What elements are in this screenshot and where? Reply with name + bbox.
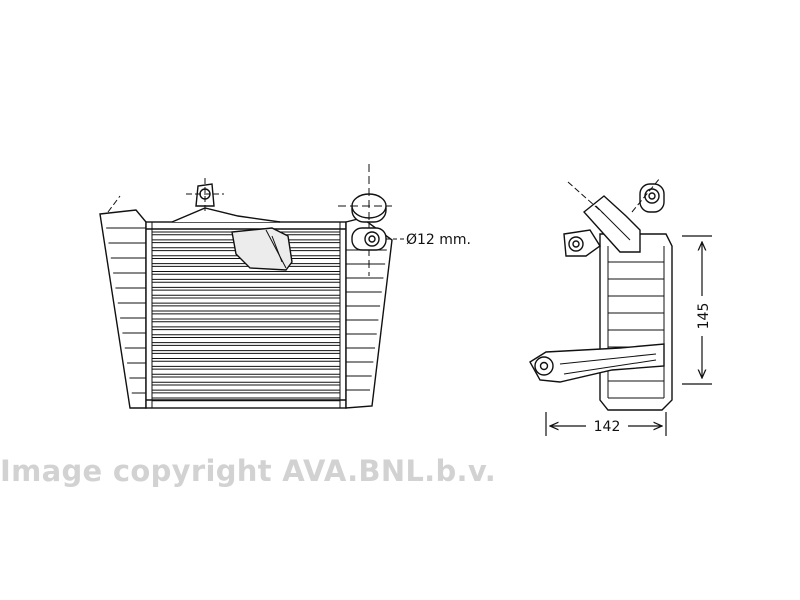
mounting-boss xyxy=(351,227,406,251)
left-tank xyxy=(99,195,147,409)
bracket-plate xyxy=(231,227,293,271)
outlet-pipe xyxy=(338,164,392,276)
front-view xyxy=(99,164,406,409)
copyright-watermark: Image copyright AVA.BNL.b.v. xyxy=(0,454,497,488)
pipe-diameter-label: Ø12 mm. xyxy=(406,232,471,248)
left-tank-ribs xyxy=(106,227,146,394)
width-dimension-label: 142 xyxy=(594,419,621,435)
top-bracket xyxy=(171,178,281,223)
height-label-bg xyxy=(692,296,712,336)
height-dimension-label: 145 xyxy=(696,303,712,330)
width-label-bg xyxy=(586,416,628,436)
side-view xyxy=(529,177,673,411)
